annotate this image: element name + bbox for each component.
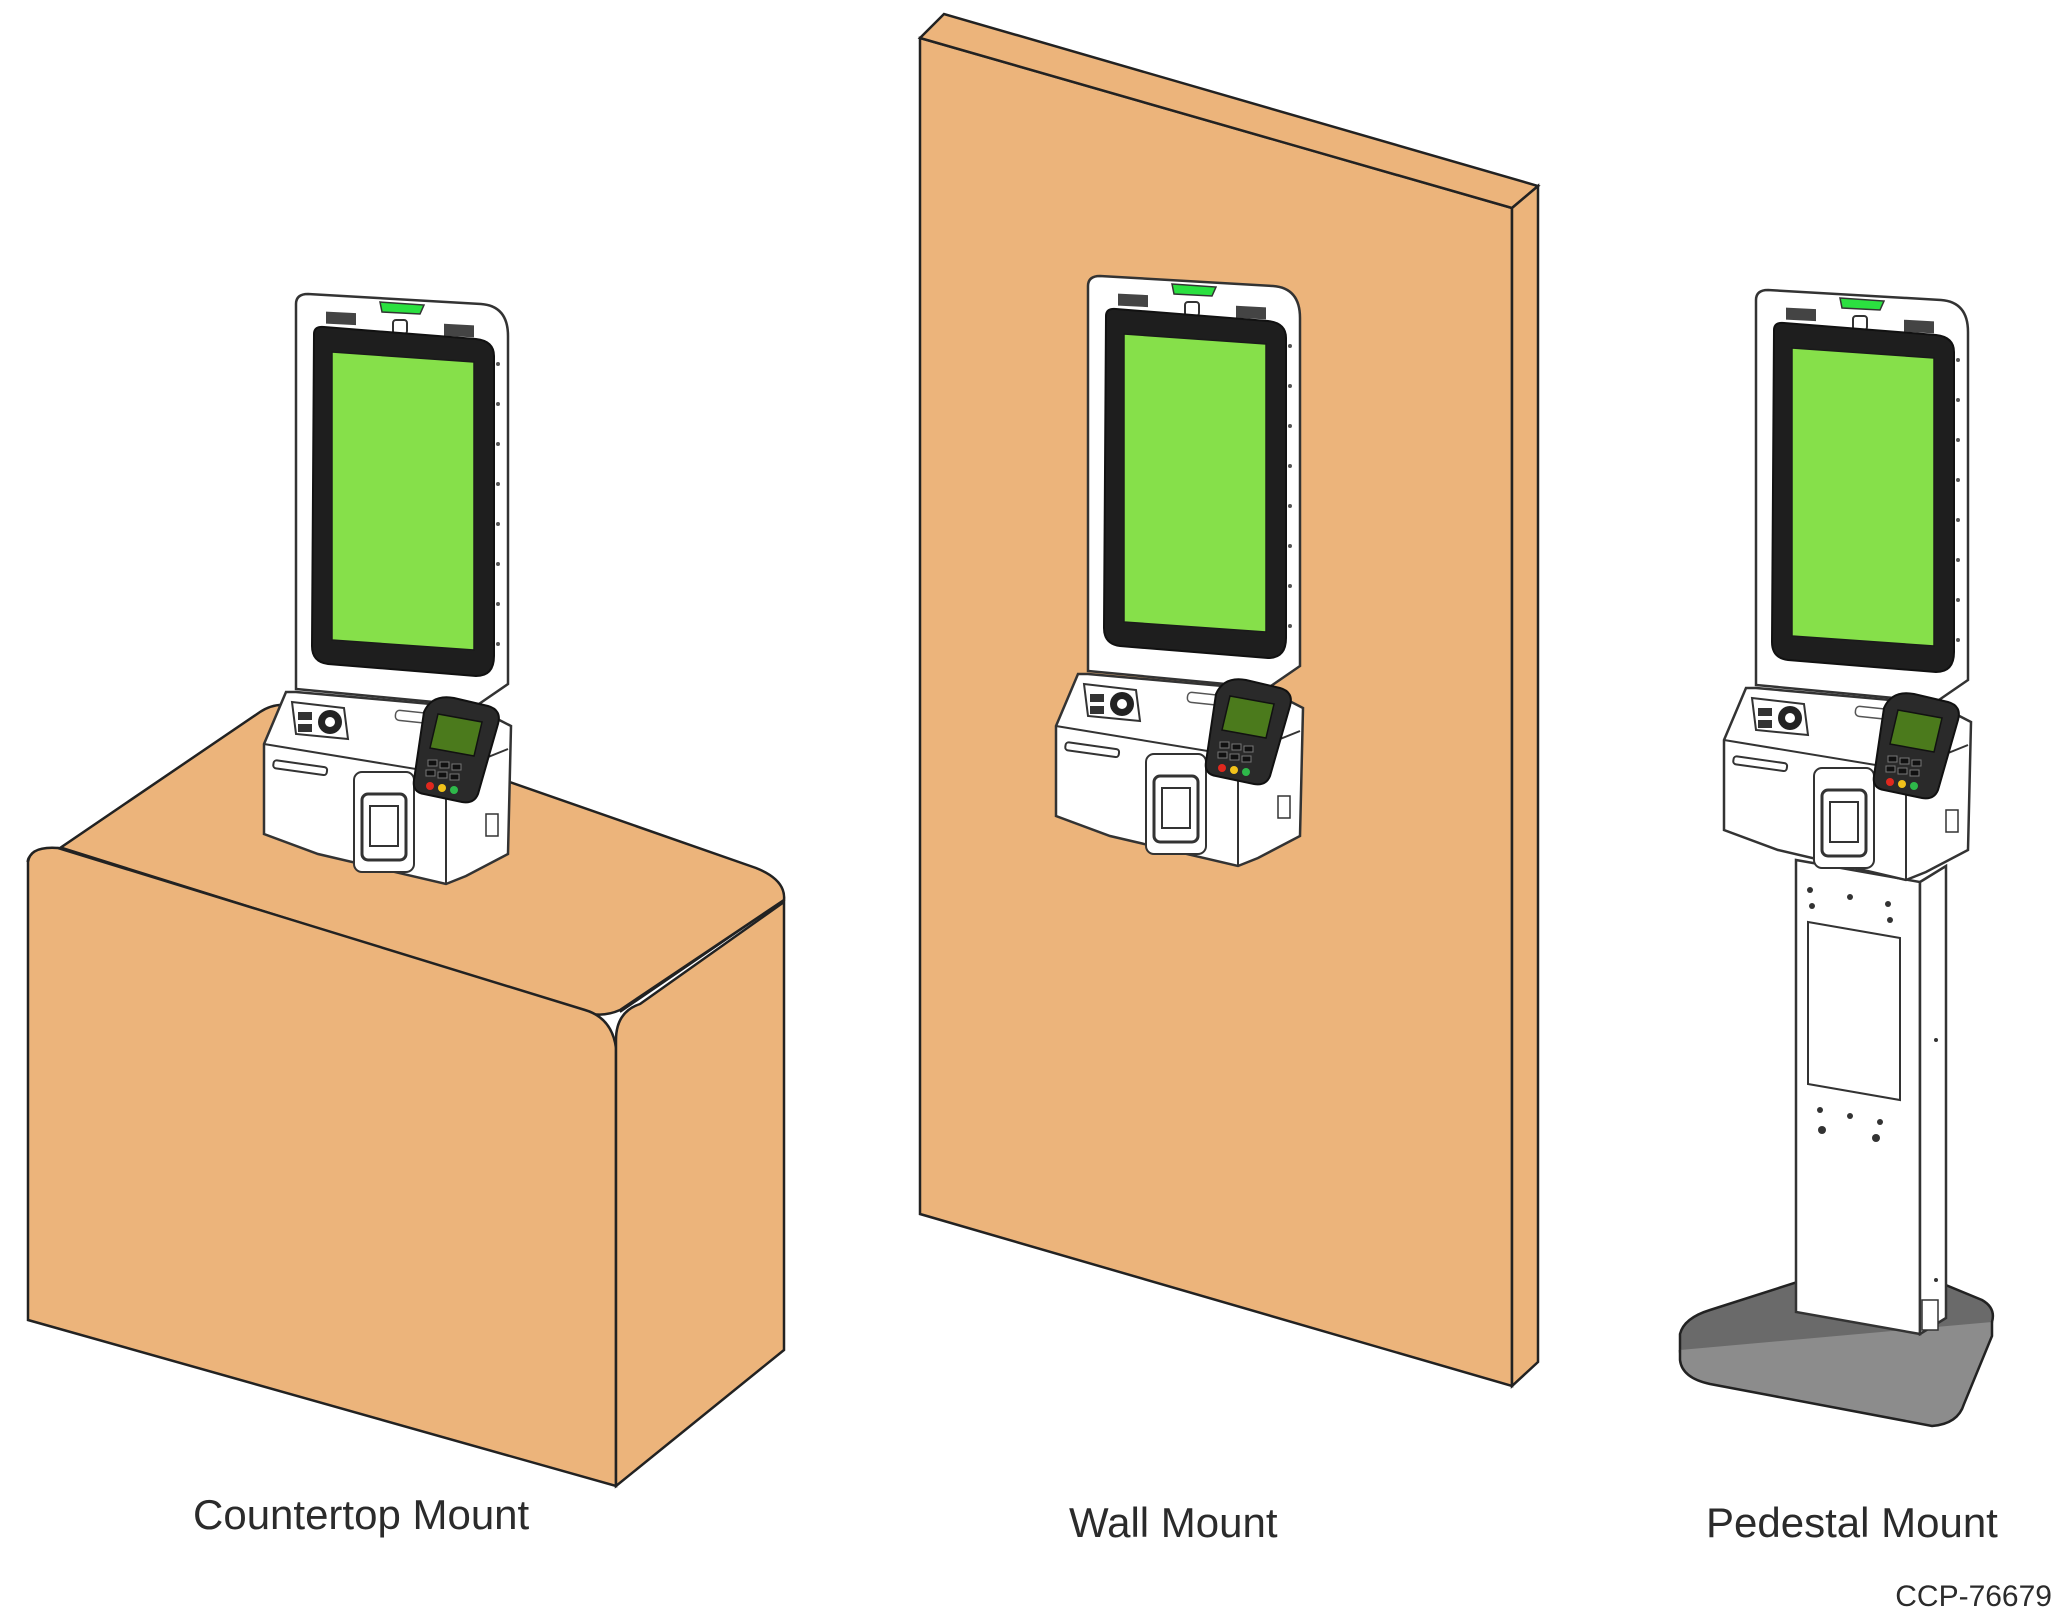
countertop-mount-scene — [26, 292, 786, 1489]
kiosk-unit-countertop — [262, 292, 513, 886]
kiosk-unit-wall — [1054, 274, 1305, 868]
caption-countertop-mount: Countertop Mount — [193, 1491, 530, 1538]
caption-pedestal-mount: Pedestal Mount — [1706, 1499, 1998, 1546]
counter-block — [26, 703, 786, 1489]
figure-code: CCP-76679 — [1895, 1580, 2052, 1613]
kiosk-unit-pedestal — [1722, 288, 1973, 882]
pedestal-mount-scene — [1678, 288, 1995, 1428]
pedestal-column — [1794, 858, 1948, 1337]
caption-wall-mount: Wall Mount — [1069, 1499, 1278, 1546]
wall-mount-scene — [917, 12, 1541, 1389]
